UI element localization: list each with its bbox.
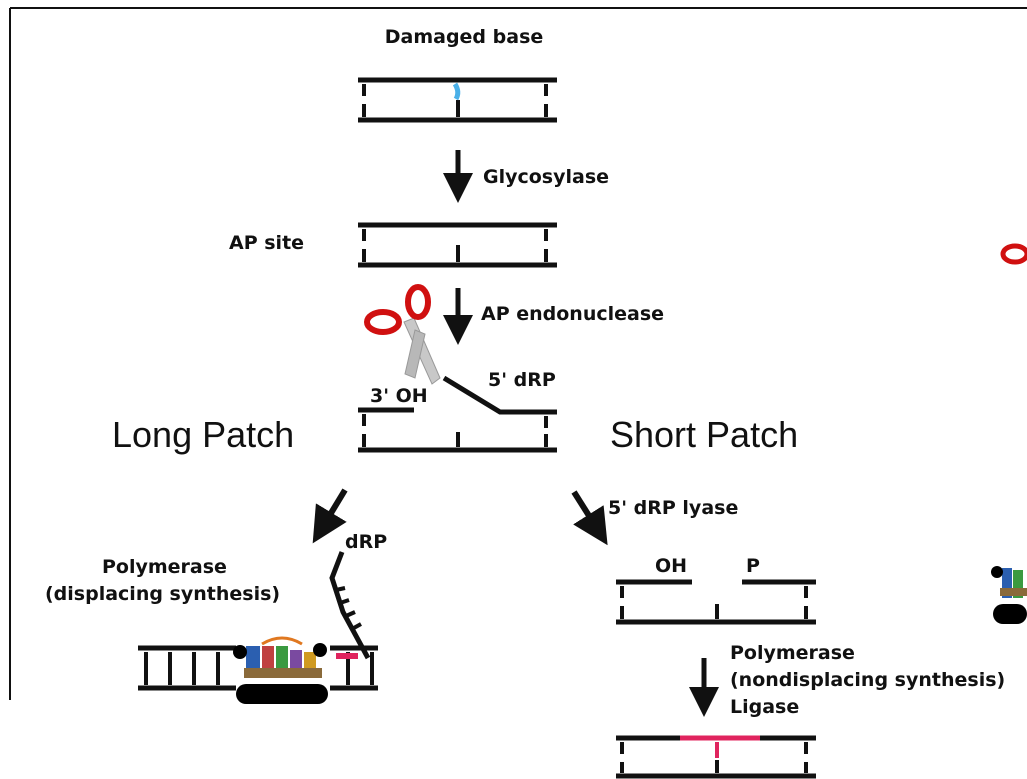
scissors-icon (364, 284, 441, 385)
ligase-label: Ligase (730, 696, 799, 718)
polymerase-icon (991, 566, 1027, 624)
5-drp-label: 5' dRP (488, 369, 556, 391)
dna-damaged (358, 77, 557, 123)
long-patch-title: Long Patch (112, 414, 294, 455)
polymerase-icon (233, 636, 328, 704)
scissors-icon (1000, 243, 1027, 265)
down-right-arrow-icon (571, 490, 608, 546)
displacing-synthesis-label: (displacing synthesis) (45, 583, 280, 605)
glycosylase-label: Glycosylase (483, 166, 609, 188)
nondisplacing-synthesis-label: (nondisplacing synthesis) (730, 669, 1005, 691)
ap-site-label: AP site (229, 232, 304, 254)
p-label: P (746, 555, 760, 577)
down-left-arrow-icon (312, 488, 348, 544)
oh-label: OH (655, 555, 687, 577)
dna-long-patch (138, 645, 378, 691)
ap-endonuclease-label: AP endonuclease (481, 303, 664, 325)
displaced-flap (329, 551, 371, 660)
dna-ap-site (358, 222, 557, 268)
3-oh-label: 3' OH (370, 385, 428, 407)
drp-label: dRP (345, 531, 387, 553)
dna-nicked (358, 375, 557, 453)
short-patch-title: Short Patch (610, 414, 798, 455)
polymerase-right-label: Polymerase (730, 642, 855, 664)
damaged-base-label: Damaged base (385, 26, 544, 48)
repair-patch-short (680, 735, 760, 758)
damaged-base-mark (452, 82, 461, 101)
dna-gapped (616, 579, 816, 625)
dna-repaired (616, 735, 816, 779)
polymerase-left-label: Polymerase (102, 556, 227, 578)
drp-lyase-label: 5' dRP lyase (608, 497, 738, 519)
